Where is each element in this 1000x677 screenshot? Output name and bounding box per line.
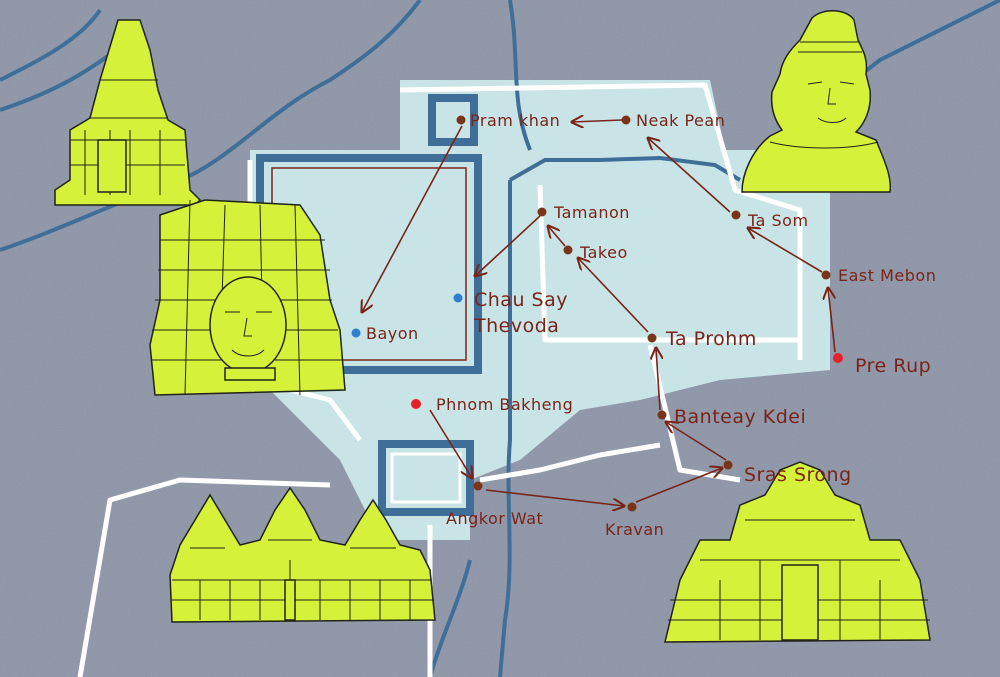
river-northwest	[0, 0, 422, 252]
river-siem-reap	[498, 180, 512, 677]
label-east-mebon[interactable]: East Mebon	[838, 266, 936, 285]
site-labels: Pram khan Neak Pean Ta Som East Mebon Pr…	[366, 111, 936, 539]
label-ta-prohm[interactable]: Ta Prohm	[665, 328, 757, 350]
angkor-wat-wall	[390, 452, 462, 504]
arrow-prerup-eastmebon	[828, 288, 836, 353]
dot-banteay-kdei[interactable]	[657, 410, 667, 420]
dot-kravan[interactable]	[627, 502, 637, 512]
dot-ta-som[interactable]	[731, 210, 741, 220]
label-chau-say[interactable]: Chau Say	[474, 289, 568, 311]
site-dots	[351, 115, 843, 512]
gopura-temple-illustration	[664, 461, 931, 643]
dot-takeo[interactable]	[563, 245, 573, 255]
arrow-banteaykdei-taprohm	[656, 348, 660, 411]
route-arrows	[362, 120, 836, 506]
river-south	[428, 559, 472, 677]
road-south-west	[77, 477, 331, 677]
label-angkor-wat[interactable]: Angkor Wat	[446, 509, 543, 528]
label-phnom-bakheng[interactable]: Phnom Bakheng	[436, 395, 573, 414]
dot-ta-prohm[interactable]	[647, 333, 657, 343]
label-banteay-kdei[interactable]: Banteay Kdei	[674, 406, 806, 428]
river-north	[508, 0, 532, 151]
label-thevoda[interactable]: Thevoda	[473, 315, 559, 337]
arrow-pramkhan-bayon	[362, 125, 463, 312]
label-ta-som[interactable]: Ta Som	[747, 211, 809, 230]
dot-pre-rup[interactable]	[833, 353, 843, 363]
road-big-loop	[399, 82, 803, 360]
arrow-tamanon-chausay	[475, 215, 541, 276]
angkor-wat-illustration	[169, 486, 436, 623]
buddha-head-illustration	[741, 10, 892, 193]
dot-bayon[interactable]	[351, 328, 361, 338]
arrow-eastmebon-tasom	[748, 228, 823, 273]
road-angkor-east	[479, 442, 661, 483]
arrow-kravan-srassrong	[635, 468, 722, 503]
label-bayon[interactable]: Bayon	[366, 324, 419, 343]
dot-tamanon[interactable]	[537, 207, 547, 217]
arrow-taprohm-takeo	[578, 258, 649, 333]
dot-chau-say[interactable]	[453, 293, 463, 303]
arrow-bakheng-angkorwat	[429, 409, 472, 478]
label-pram-khan[interactable]: Pram khan	[470, 111, 560, 130]
river-east	[509, 155, 742, 182]
arrow-srassrong-banteaykdei	[666, 422, 727, 461]
label-neak-pean[interactable]: Neak Pean	[636, 111, 725, 130]
dot-sras-srong[interactable]	[723, 460, 733, 470]
arrow-tasom-neakpean	[648, 138, 731, 213]
arrow-takeo-tamanon	[548, 226, 566, 247]
dot-phnom-bakheng[interactable]	[411, 399, 421, 409]
arrow-neakpean-pramkhan	[572, 120, 623, 122]
label-takeo[interactable]: Takeo	[579, 243, 628, 262]
label-pre-rup[interactable]: Pre Rup	[855, 355, 931, 377]
dot-angkor-wat[interactable]	[473, 481, 483, 491]
dot-neak-pean[interactable]	[621, 115, 631, 125]
arrow-angkorwat-kravan	[485, 489, 624, 506]
dot-pram-khan[interactable]	[456, 115, 466, 125]
road-small-circuit	[537, 184, 650, 343]
bayon-face-tower-illustration	[149, 199, 346, 396]
dot-east-mebon[interactable]	[821, 270, 831, 280]
label-kravan[interactable]: Kravan	[605, 520, 664, 539]
label-tamanon[interactable]: Tamanon	[553, 203, 630, 222]
park-area	[250, 80, 830, 540]
label-sras-srong[interactable]: Sras Srong	[744, 464, 852, 486]
